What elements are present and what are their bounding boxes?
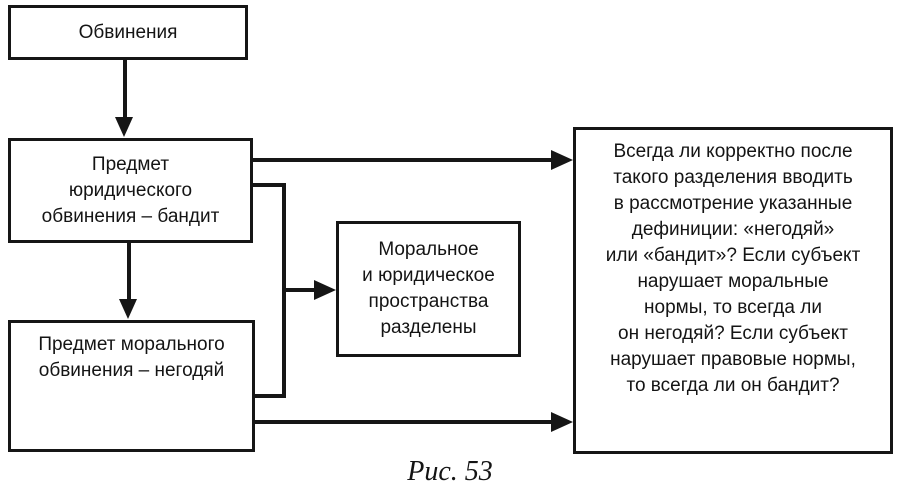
arrow-right-icon <box>551 150 573 170</box>
node-question-box: Всегда ли корректно после такого разделе… <box>573 127 893 454</box>
bracket-top-segment <box>253 183 286 187</box>
node-moral-accusation-box: Предмет морального обвинения – негодяй <box>8 320 255 452</box>
node-accusations-box: Обвинения <box>8 5 248 60</box>
arrow-right-icon <box>314 280 336 300</box>
bracket-bottom-segment <box>255 394 286 398</box>
node-legal-accusation-label: Предмет юридического обвинения – бандит <box>41 153 220 227</box>
arrow-legal-to-question-line <box>253 158 553 162</box>
node-spaces-separated-label: Моральное и юридическое пространства раз… <box>362 239 495 338</box>
arrow-moral-to-question-line <box>255 420 551 424</box>
node-spaces-separated-box: Моральное и юридическое пространства раз… <box>336 221 521 357</box>
node-accusations-label: Обвинения <box>78 21 178 43</box>
arrow-down-icon <box>119 299 137 319</box>
arrow-right-icon <box>551 412 573 432</box>
arrow-legal-to-moral-line <box>127 243 131 300</box>
node-moral-accusation-label: Предмет морального обвинения – негодяй <box>38 334 225 381</box>
node-legal-accusation-box: Предмет юридического обвинения – бандит <box>8 138 253 243</box>
figure-caption: Рис. 53 <box>407 456 493 487</box>
arrow-bracket-to-separated-line <box>282 288 316 292</box>
node-question-label: Всегда ли корректно после такого разделе… <box>605 141 861 396</box>
arrow-down-icon <box>115 117 133 137</box>
arrow-accusations-to-legal-line <box>123 60 127 118</box>
